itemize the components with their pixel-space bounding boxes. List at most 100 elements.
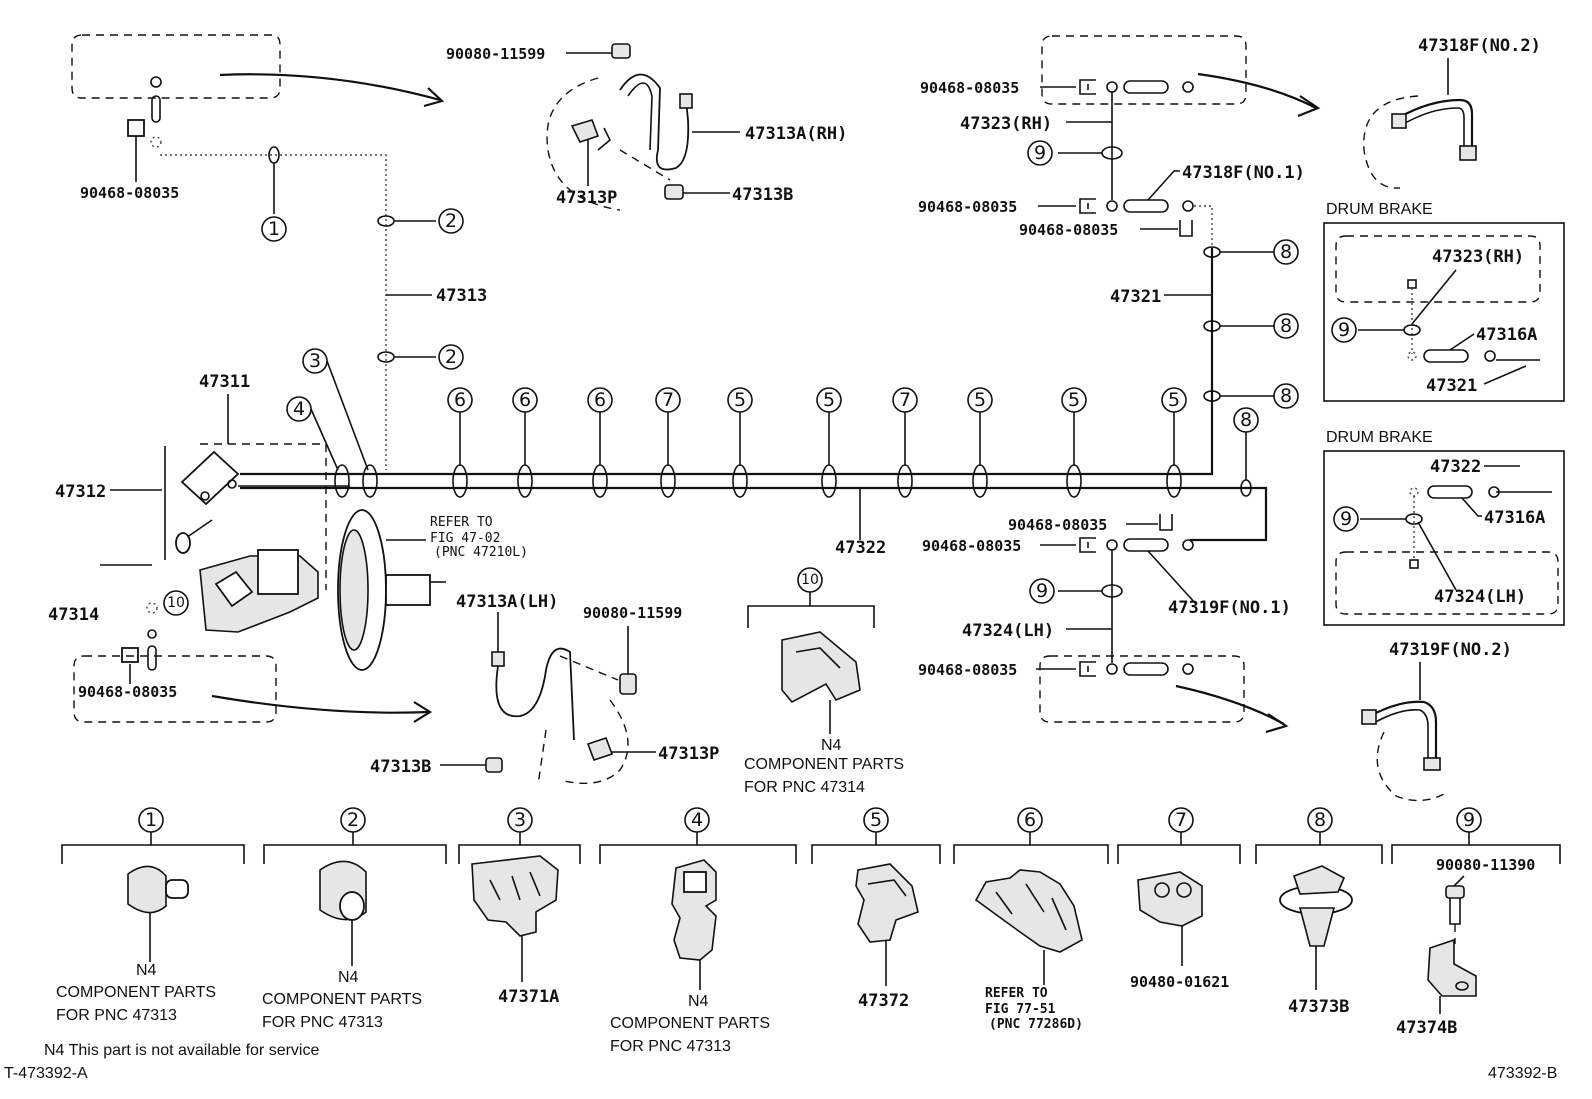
callout-9: 9 xyxy=(1027,140,1053,166)
svg-text:47372: 47372 xyxy=(858,991,909,1011)
drum-brake-title-2: DRUM BRAKE xyxy=(1326,429,1433,446)
legend-part-2: 2 N4 COMPONENT PARTS FOR PNC 47313 xyxy=(262,807,447,1031)
svg-text:10: 10 xyxy=(167,595,185,611)
label-drum2-47316A: 47316A xyxy=(1484,508,1545,528)
callout-5: 5 xyxy=(727,387,753,498)
callout-5: 5 xyxy=(1161,387,1187,498)
callout-9: 9 xyxy=(1333,506,1359,532)
callout-4: 4 xyxy=(286,396,339,471)
svg-text:N4: N4 xyxy=(338,969,359,986)
refer-fig-47-02-line1: REFER TO xyxy=(430,515,493,530)
svg-text:9: 9 xyxy=(1463,809,1475,831)
svg-text:8: 8 xyxy=(1240,409,1252,431)
label-bolt-rh: 90080-11599 xyxy=(446,45,545,63)
svg-text:47374B: 47374B xyxy=(1396,1018,1457,1038)
svg-text:COMPONENT PARTS: COMPONENT PARTS xyxy=(56,984,216,1001)
svg-text:10: 10 xyxy=(801,572,819,588)
legend-part-4: 4 N4 COMPONENT PARTS FOR PNC 47313 xyxy=(599,807,797,1055)
svg-text:7: 7 xyxy=(1175,809,1187,831)
label-clip-top-left: 90468-08035 xyxy=(80,184,179,202)
svg-text:FIG 77-51: FIG 77-51 xyxy=(985,1002,1056,1017)
callout-2: 2 xyxy=(438,208,464,234)
callout-1: 1 xyxy=(261,216,287,242)
label-47318F-no1: 47318F(NO.1) xyxy=(1182,163,1305,183)
svg-text:(PNC 77286D): (PNC 77286D) xyxy=(989,1017,1083,1032)
comp10-component-parts: COMPONENT PARTS xyxy=(744,756,904,773)
svg-text:4: 4 xyxy=(293,398,305,420)
svg-text:FOR PNC 47313: FOR PNC 47313 xyxy=(56,1007,177,1024)
label-47313B-lh: 47313B xyxy=(370,757,431,777)
svg-text:1: 1 xyxy=(145,809,157,831)
label-47319F-no2: 47319F(NO.2) xyxy=(1389,640,1512,660)
svg-text:5: 5 xyxy=(870,809,882,831)
callout-6: 6 xyxy=(587,387,613,498)
legend-parts: 1 N4 COMPONENT PARTS FOR PNC 47313 2 N4 … xyxy=(56,807,1561,1055)
svg-text:9: 9 xyxy=(1338,319,1350,341)
label-47318F-no2: 47318F(NO.2) xyxy=(1418,36,1541,56)
label-47313A-lh: 47313A(LH) xyxy=(456,592,558,612)
legend-part-9: 9 90080-11390 47374B xyxy=(1391,807,1561,1038)
master-cylinder-assembly: 47311 47312 47314 REFER TO FIG 47-02 (PN… xyxy=(48,372,528,671)
legend-part-8: 8 47373B xyxy=(1255,807,1383,1017)
drum-brake-lh-box: DRUM BRAKE 47322 47316A 47324(LH) xyxy=(1323,429,1565,626)
svg-text:5: 5 xyxy=(734,389,746,411)
svg-text:4: 4 xyxy=(691,809,703,831)
label-drum2-47322: 47322 xyxy=(1430,457,1481,477)
callout-8: 8 xyxy=(1203,239,1299,265)
label-47314: 47314 xyxy=(48,605,99,625)
callout-5: 5 xyxy=(1061,387,1087,498)
svg-text:8: 8 xyxy=(1280,241,1292,263)
callout-6: 6 xyxy=(512,387,538,498)
drum-brake-title-1: DRUM BRAKE xyxy=(1326,201,1433,218)
callouts-on-diagram: 1 2 2 3 4 10 10 9 9 9 9 8 8 8 8 xyxy=(163,140,1359,616)
comp10-for-pnc: FOR PNC 47314 xyxy=(744,779,865,796)
svg-text:6: 6 xyxy=(594,389,606,411)
refer-fig-47-02-line3: (PNC 47210L) xyxy=(434,545,528,560)
svg-text:FOR PNC 47313: FOR PNC 47313 xyxy=(610,1038,731,1055)
svg-text:REFER TO: REFER TO xyxy=(985,986,1048,1001)
svg-text:3: 3 xyxy=(514,809,526,831)
footer-note: N4 This part is not available for servic… xyxy=(44,1042,319,1059)
label-47313B-rh: 47313B xyxy=(732,185,793,205)
label-mr-clip-2: 90468-08035 xyxy=(922,537,1021,555)
drum-brake-rh-box: DRUM BRAKE 47323(RH) 47316A 47321 xyxy=(1323,201,1565,402)
svg-text:6: 6 xyxy=(1024,809,1036,831)
legend-part-3: 3 47371A xyxy=(458,807,581,1007)
svg-text:6: 6 xyxy=(454,389,466,411)
label-tr-clip-2: 90468-08035 xyxy=(918,198,1017,216)
svg-text:90480-01621: 90480-01621 xyxy=(1130,973,1229,991)
legend-part-6: 6 REFER TO FIG 77-51 (PNC 77286D) xyxy=(953,807,1109,1032)
svg-text:COMPONENT PARTS: COMPONENT PARTS xyxy=(610,1015,770,1032)
footer-right-code: 473392-B xyxy=(1488,1065,1557,1082)
svg-text:47371A: 47371A xyxy=(498,987,559,1007)
svg-text:8: 8 xyxy=(1280,385,1292,407)
svg-text:COMPONENT PARTS: COMPONENT PARTS xyxy=(262,991,422,1008)
callout-8: 8 xyxy=(1203,313,1299,339)
detail-bottom-left: 90468-08035 xyxy=(73,629,433,723)
label-47311: 47311 xyxy=(199,372,250,392)
label-47313P-lh: 47313P xyxy=(658,744,719,764)
callout-8: 8 xyxy=(1233,407,1259,497)
legend-part-1: 1 N4 COMPONENT PARTS FOR PNC 47313 xyxy=(56,807,245,1024)
label-47313: 47313 xyxy=(436,286,487,306)
detail-middle-right: 90468-08035 90468-08035 47319F(NO.1) 473… xyxy=(918,514,1512,802)
label-47313A-rh: 47313A(RH) xyxy=(745,124,847,144)
svg-text:3: 3 xyxy=(309,350,321,372)
label-tr-clip-1: 90468-08035 xyxy=(920,79,1019,97)
label-drum1-47321: 47321 xyxy=(1426,376,1477,396)
svg-text:90080-11390: 90080-11390 xyxy=(1436,856,1535,874)
callout-2: 2 xyxy=(438,344,464,370)
callout-7: 7 xyxy=(892,387,918,498)
svg-text:2: 2 xyxy=(445,210,457,232)
footer-left-code: T-473392-A xyxy=(4,1065,88,1082)
callout-8: 8 xyxy=(1203,383,1299,409)
main-line-clips: 6 6 6 7 5 5 7 5 5 5 xyxy=(334,387,1187,498)
legend-part-7: 7 90480-01621 xyxy=(1117,807,1241,991)
label-drum1-47323-rh: 47323(RH) xyxy=(1432,247,1524,267)
svg-text:5: 5 xyxy=(823,389,835,411)
svg-text:9: 9 xyxy=(1036,580,1048,602)
label-47312: 47312 xyxy=(55,482,106,502)
svg-text:FOR PNC 47313: FOR PNC 47313 xyxy=(262,1014,383,1031)
svg-text:1: 1 xyxy=(268,218,280,240)
